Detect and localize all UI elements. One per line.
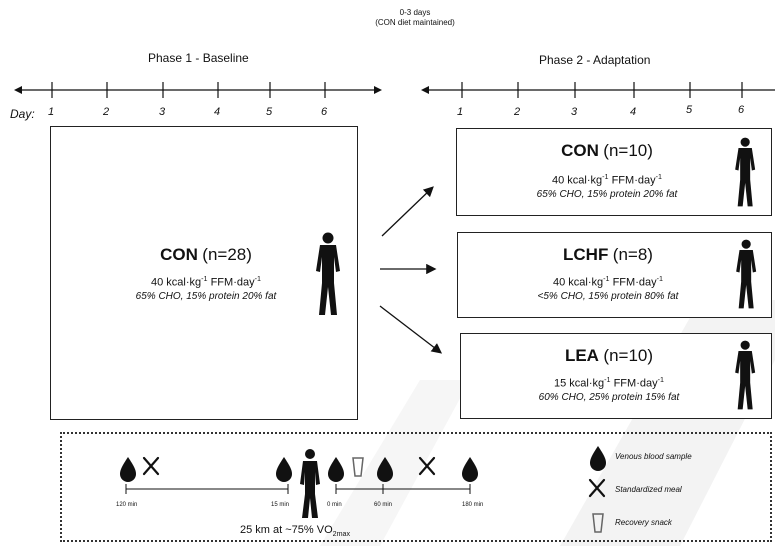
phase1-day-2: 2: [103, 106, 110, 118]
adaptation-group-lchf-box: LCHF (n=8) 40 kcal·kg-1 FFM·day-1 <5% CH…: [457, 232, 772, 318]
baseline-group-n: (n=28): [202, 245, 252, 264]
phase2-day-6: 6: [738, 104, 745, 116]
person-icon: [735, 137, 756, 207]
exercise-description: 25 km at ~75% VO2max: [240, 524, 351, 539]
legend-snack-icon: [592, 513, 604, 533]
lea-group-macros: 60% CHO, 25% protein 15% fat: [538, 392, 680, 403]
con-days-line2: (CON diet maintained): [375, 18, 455, 27]
adaptation-group-lea-box: LEA (n=10) 15 kcal·kg-1 FFM·day-1 60% CH…: [460, 333, 772, 419]
blood-drop-icon: [120, 457, 136, 482]
timeline-label-180: 180 min: [462, 502, 484, 508]
lchf-group-name: LCHF: [563, 245, 609, 264]
con-days-line1: 0-3 days: [399, 8, 431, 17]
person-icon: [735, 340, 756, 410]
phase1-day-1: 1: [48, 106, 55, 118]
phase1-day-6: 6: [321, 106, 328, 118]
phase2-day-4: 4: [630, 106, 637, 118]
con-group-name: CON: [561, 141, 599, 160]
legend-meal-icon: [588, 478, 606, 498]
trial-protocol-diagram: [120, 446, 606, 533]
baseline-group-heading: CON (n=28): [101, 245, 311, 265]
baseline-group-name: CON: [160, 245, 198, 264]
lchf-group-energy: 40 kcal·kg-1 FFM·day-1: [553, 275, 663, 289]
lchf-group-macros: <5% CHO, 15% protein 80% fat: [537, 291, 679, 302]
day-axis-label: Day:: [10, 107, 35, 121]
phase1-day-3: 3: [159, 106, 166, 118]
allocation-arrows: [379, 186, 443, 354]
lea-group-energy: 15 kcal·kg-1 FFM·day-1: [554, 376, 664, 390]
baseline-group-box: CON (n=28) 40 kcal·kg-1 FFM·day-1 65% CH…: [50, 126, 358, 420]
person-icon: [316, 232, 340, 315]
blood-drop-icon: [276, 457, 292, 482]
blood-drop-icon: [377, 457, 393, 482]
lchf-group-n: (n=8): [612, 245, 653, 264]
legend-snack-label: Recovery snack: [615, 518, 672, 527]
timeline-label-0: 0 min: [327, 502, 342, 508]
day-timelines: [14, 82, 775, 98]
timeline-label-120: 120 min: [116, 502, 138, 508]
blood-drop-icon: [328, 457, 344, 482]
blood-drop-icon: [462, 457, 478, 482]
legend-meal-label: Standardized meal: [615, 485, 682, 494]
phase2-day-5: 5: [686, 104, 693, 116]
phase1-title: Phase 1 - Baseline: [148, 51, 249, 65]
legend-blood-icon: [590, 446, 606, 471]
con-maintained-note: 0-3 days (CON diet maintained): [340, 8, 490, 28]
baseline-group-energy: 40 kcal·kg-1 FFM·day-1: [151, 275, 261, 289]
lea-group-name: LEA: [564, 346, 599, 365]
adaptation-group-con-box: CON (n=10) 40 kcal·kg-1 FFM·day-1 65% CH…: [456, 128, 772, 216]
legend-blood-label: Venous blood sample: [615, 452, 692, 461]
phase2-day-3: 3: [571, 106, 578, 118]
phase2-day-1: 1: [457, 106, 464, 118]
recovery-snack-icon: [352, 457, 364, 477]
runner-icon: [300, 449, 320, 518]
con-group-energy: 40 kcal·kg-1 FFM·day-1: [552, 173, 662, 187]
phase1-day-5: 5: [266, 106, 273, 118]
phase1-day-4: 4: [214, 106, 221, 118]
phase2-title: Phase 2 - Adaptation: [539, 53, 651, 67]
con-group-n: (n=10): [603, 141, 653, 160]
phase2-day-2: 2: [514, 106, 521, 118]
trial-protocol-box: [60, 432, 772, 542]
timeline-label-15: 15 min: [271, 502, 290, 508]
baseline-group-macros: 65% CHO, 15% protein 20% fat: [135, 291, 277, 302]
timeline-label-60: 60 min: [374, 502, 393, 508]
lea-group-n: (n=10): [603, 346, 654, 365]
con-group-macros: 65% CHO, 15% protein 20% fat: [536, 189, 678, 200]
person-icon: [736, 239, 757, 309]
